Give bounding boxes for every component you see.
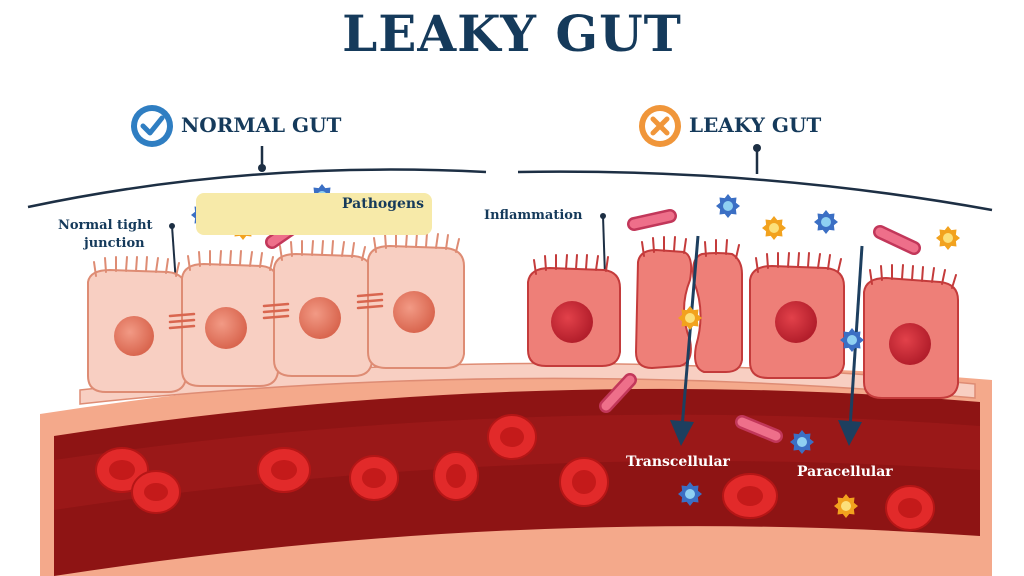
normal-gut-bracket <box>27 146 487 209</box>
red-blood-cell <box>722 473 778 519</box>
check-icon <box>131 105 173 147</box>
inflammation-label: Inflammation <box>484 208 583 223</box>
page-title: LEAKY GUT <box>342 4 682 63</box>
tight-junction-label-line2: junction <box>84 236 145 251</box>
red-blood-cell <box>559 457 609 507</box>
normal-cell <box>367 232 465 369</box>
inflamed-cell <box>749 252 845 379</box>
tight-junction-label-line1: Normal tight <box>58 218 153 233</box>
red-blood-cell <box>257 447 311 493</box>
pathogen-blue <box>716 194 740 218</box>
leaky-gut-heading: LEAKY GUT <box>689 113 822 137</box>
red-blood-cell <box>885 485 935 531</box>
tight-junction <box>262 302 290 320</box>
pathogen-orange <box>678 306 702 330</box>
pathogen-orange <box>834 494 858 518</box>
inflamed-cell <box>863 264 959 399</box>
red-blood-cell <box>131 470 181 514</box>
bacterium <box>737 417 781 441</box>
bacterium <box>629 211 675 229</box>
inflamed-cell <box>527 254 621 367</box>
tight-junction <box>356 292 384 310</box>
pathogens-label: Pathogens <box>342 196 424 212</box>
red-blood-cell <box>349 455 399 501</box>
pathogen-orange <box>762 216 786 240</box>
paracellular-label: Paracellular <box>797 464 893 480</box>
pathogen-blue <box>678 482 702 506</box>
red-blood-cell <box>433 451 479 501</box>
pathogen-blue <box>814 210 838 234</box>
transcellular-label: Transcellular <box>626 454 730 470</box>
bacterium <box>875 227 919 253</box>
red-blood-cells <box>95 414 935 531</box>
pathogen-blue <box>840 328 864 352</box>
normal-gut-heading: NORMAL GUT <box>181 113 342 137</box>
x-icon <box>639 105 681 147</box>
red-blood-cell <box>487 414 537 460</box>
leaky-gut-bracket <box>517 144 993 212</box>
pathogen-blue <box>790 430 814 454</box>
vessel-lumen-shade <box>54 414 980 510</box>
pathogens-highlight <box>196 193 432 235</box>
pathogen-orange <box>936 226 960 250</box>
tight-junction <box>168 312 196 330</box>
normal-cell <box>181 250 279 387</box>
transcellular-arrow <box>670 235 700 446</box>
normal-gut-cells <box>87 232 465 393</box>
normal-cell <box>273 240 373 377</box>
leaky-gut-cells <box>527 236 959 399</box>
bacterium <box>601 375 635 411</box>
